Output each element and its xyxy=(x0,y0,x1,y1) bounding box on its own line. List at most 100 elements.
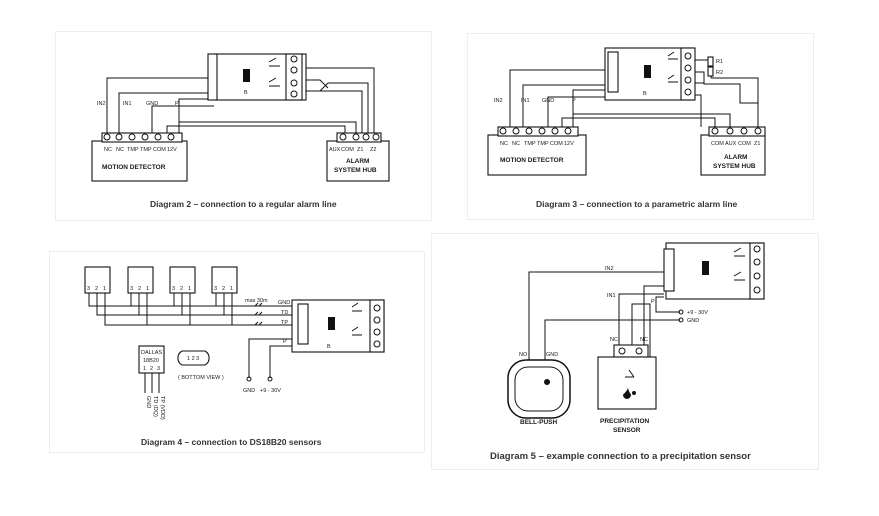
power-label: P xyxy=(283,339,287,345)
sensor-pin: 3 xyxy=(172,286,175,292)
wire-label: IN1 xyxy=(521,98,530,104)
chip-pin-label: TD (DQ) xyxy=(152,396,158,417)
detector-terminal: 12V xyxy=(564,141,574,147)
diagram-4-caption: Diagram 4 – connection to DS18B20 sensor… xyxy=(141,437,322,447)
chip-pin: 1 xyxy=(143,366,146,372)
hub-terminal: AUX xyxy=(329,147,341,153)
chip-bottom-view xyxy=(177,350,210,366)
hub-terminal: COM xyxy=(341,147,354,153)
detector-terminal-strip xyxy=(497,126,579,137)
sensor-pin: 1 xyxy=(188,286,191,292)
sensor-name: PRECIPITATION xyxy=(600,418,650,425)
bus-label: TP xyxy=(281,320,288,326)
diagram-4: 3 2 1 3 2 1 3 2 1 3 2 1 max 30m GND TD xyxy=(84,266,385,447)
sensor-terminal: NC xyxy=(610,337,618,343)
hub-name: ALARM xyxy=(346,158,369,165)
bottom-view-label: ( BOTTOM VIEW ) xyxy=(178,375,224,381)
sensor-pin: 3 xyxy=(214,286,217,292)
hub-terminal-strip xyxy=(708,126,766,137)
diagram-5-caption: Diagram 5 – example connection to a prec… xyxy=(490,451,751,462)
sensor-pin: 1 xyxy=(230,286,233,292)
diagram-2-caption: Diagram 2 – connection to a regular alar… xyxy=(150,199,337,209)
motion-detector xyxy=(487,134,587,176)
hub-name: SYSTEM HUB xyxy=(713,163,756,170)
wire-label: P xyxy=(572,98,576,104)
bottom-view-pins: 1 2 3 xyxy=(187,356,199,362)
detector-terminal: 12V xyxy=(167,147,177,153)
sensor-pin: 2 xyxy=(222,286,225,292)
wire-label: P xyxy=(175,101,179,107)
detector-terminal: NC xyxy=(116,147,124,153)
hub-terminal: Z1 xyxy=(754,141,760,147)
detector-terminal: NC xyxy=(512,141,520,147)
sensor-pin: 1 xyxy=(103,286,106,292)
supply-label: +9 - 30V xyxy=(687,310,708,316)
sensor-pin: 2 xyxy=(180,286,183,292)
bell-terminal: GND xyxy=(546,352,558,358)
supply-label: GND xyxy=(243,388,255,394)
wire-label: IN1 xyxy=(123,101,132,107)
hub-name: ALARM xyxy=(724,154,747,161)
hub-terminal: COM xyxy=(711,141,724,147)
chip-pin-label: TP (VDD) xyxy=(159,396,165,420)
wire-label: GND xyxy=(146,101,158,107)
detector-terminal: NC xyxy=(104,147,112,153)
detector-name: MOTION DETECTOR xyxy=(102,164,166,171)
sensor-pin: 1 xyxy=(146,286,149,292)
diagram-5: IN2 IN1 P +9 - 30V GND NO GND BELL-PUSH … xyxy=(490,242,765,462)
detector-terminal: TMP xyxy=(127,147,139,153)
chip-pin: 2 xyxy=(150,366,153,372)
sensor-pin: 2 xyxy=(138,286,141,292)
chip-pin-label: GND xyxy=(145,396,151,408)
sensor-pin: 3 xyxy=(87,286,90,292)
precipitation-sensor xyxy=(597,356,657,410)
chip-pin: 3 xyxy=(157,366,160,372)
module-label: B xyxy=(327,344,331,350)
alarm-hub xyxy=(326,140,390,182)
raindrop-icon xyxy=(623,387,631,399)
ds18b20-sensor: 3 2 1 xyxy=(84,266,111,294)
ds18b20-sensor: 3 2 1 xyxy=(169,266,196,294)
sensor-pin: 2 xyxy=(95,286,98,292)
diagram-3-panel: R1 R2 B IN2 IN1 GND P NC NC TMP TMP COM … xyxy=(467,33,814,220)
hub-name: SYSTEM HUB xyxy=(334,167,377,174)
diagram-4-panel: 3 2 1 3 2 1 3 2 1 3 2 1 max 30m GND TD xyxy=(49,251,425,453)
detector-terminal: TMP xyxy=(524,141,536,147)
chip-name: 18B20 xyxy=(143,358,159,364)
ds18b20-sensor: 3 2 1 xyxy=(127,266,154,294)
diagram-3: R1 R2 B IN2 IN1 GND P NC NC TMP TMP COM … xyxy=(487,47,766,209)
bus-label: TD xyxy=(281,310,288,316)
chip-name: DALLAS xyxy=(141,350,162,356)
wire-label: IN2 xyxy=(494,98,503,104)
bus-label: GND xyxy=(278,300,290,306)
diagram-5-panel: IN2 IN1 P +9 - 30V GND NO GND BELL-PUSH … xyxy=(431,233,819,470)
hub-terminal: AUX xyxy=(725,141,737,147)
dallas-chip xyxy=(138,345,165,374)
supply-label: GND xyxy=(687,318,699,324)
detector-terminal: NC xyxy=(500,141,508,147)
detector-terminal: COM xyxy=(550,141,563,147)
detector-terminal: TMP xyxy=(140,147,152,153)
sensor-terminal: NC xyxy=(640,337,648,343)
hub-terminal: COM xyxy=(738,141,751,147)
detector-terminal: COM xyxy=(153,147,166,153)
detector-terminal: TMP xyxy=(537,141,549,147)
module-label: B xyxy=(244,90,248,96)
resistor-label: R1 xyxy=(716,59,723,65)
diagram-2-panel: B IN2 IN1 GND P NC NC TMP TMP COM 12V MO… xyxy=(55,31,432,221)
module-label: B xyxy=(643,91,647,97)
bell-name: BELL-PUSH xyxy=(520,419,558,426)
bell-terminal: NO xyxy=(519,352,528,358)
wire-label: IN1 xyxy=(607,293,616,299)
wire-label: IN2 xyxy=(605,266,614,272)
supply-label: +9 - 30V xyxy=(260,388,281,394)
max-length-label: max 30m xyxy=(245,298,268,304)
detector-name: MOTION DETECTOR xyxy=(500,157,564,164)
sensor-name: SENSOR xyxy=(613,427,641,434)
sensor-pin: 3 xyxy=(130,286,133,292)
wire-label: P xyxy=(651,299,655,305)
alarm-hub xyxy=(700,134,766,176)
diagram-2: B IN2 IN1 GND P NC NC TMP TMP COM 12V MO… xyxy=(91,53,390,209)
hub-terminal: Z1 xyxy=(357,147,363,153)
bell-push xyxy=(507,359,571,419)
